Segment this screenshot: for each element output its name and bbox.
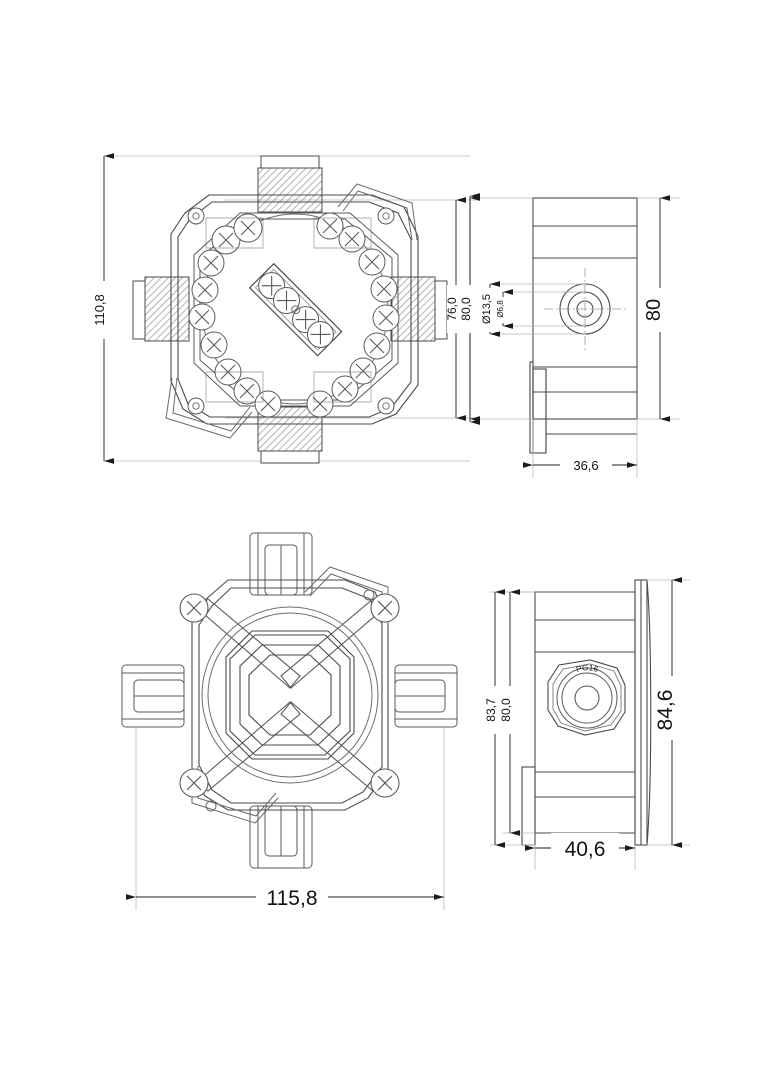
side2-right-flange xyxy=(634,579,652,846)
dimension-label-115-8: 115,8 xyxy=(267,887,318,910)
terminal-pads xyxy=(205,217,372,403)
extension-lines-bottom-left xyxy=(135,727,445,910)
dimension-label-dia-13-5: Ø13,5 xyxy=(481,294,493,324)
gland-thread-label: PG16 xyxy=(575,663,600,674)
dimension-label-80-right: 80 xyxy=(643,299,665,321)
gland-top-closed xyxy=(249,532,313,596)
dimension-83-7: 83,7 xyxy=(484,589,505,848)
dimension-84-6: 84,6 xyxy=(654,577,686,848)
corner-bracket-outlines xyxy=(165,183,418,439)
central-octagon xyxy=(225,630,355,760)
cable-gland-right xyxy=(390,276,448,342)
cover-circle xyxy=(201,606,379,784)
side-bottom-flange xyxy=(529,361,637,454)
dimension-label-84-6: 84,6 xyxy=(654,690,677,731)
gland-bottom-closed xyxy=(249,805,313,869)
cable-gland-left xyxy=(132,276,190,342)
cable-gland-pg16: PG16 xyxy=(547,659,626,736)
gland-thread-label-text: PG16 xyxy=(575,663,600,674)
terminal-strip xyxy=(248,262,343,357)
dimension-110-8: 110,8 xyxy=(92,153,114,464)
bottom-right-view: PG16 83,7 80,0 xyxy=(484,577,690,870)
bottom-left-view: 115,8 xyxy=(121,532,458,910)
dimension-80-0-side: 80,0 xyxy=(459,195,480,422)
dimension-115-8: 115,8 xyxy=(126,882,444,910)
dimension-76-0: 76,0 xyxy=(445,197,466,421)
gland-right-closed xyxy=(394,664,458,728)
hole-extension-lines xyxy=(470,197,680,478)
dimension-label-83-7: 83,7 xyxy=(484,698,498,722)
top-left-view: 110,8 76,0 80,0 xyxy=(92,153,480,464)
dimension-40-6: 40,6 xyxy=(525,833,635,861)
top-right-view: Ø13,5 Ø6,8 80,0 80 36,6 xyxy=(459,195,680,478)
bracket-holes xyxy=(205,589,375,812)
dimension-label-80-0-side2: 80,0 xyxy=(499,698,513,722)
dimension-label-40-6: 40,6 xyxy=(565,838,606,861)
dimension-label-110-8: 110,8 xyxy=(92,294,107,326)
cable-gland-top xyxy=(257,155,323,213)
dimension-dia-13-5: Ø13,5 xyxy=(481,281,500,337)
dimension-36-6: 36,6 xyxy=(523,455,637,475)
dimension-dia-6-8: Ø6,8 xyxy=(496,289,513,329)
gland-hole-centerlines xyxy=(544,268,627,350)
dimension-label-76-0: 76,0 xyxy=(445,297,459,321)
terminal-screw-ring xyxy=(188,212,400,418)
dimension-80-0-side2: 80,0 xyxy=(499,589,520,836)
dimension-label-dia-6-8: Ø6,8 xyxy=(496,300,505,318)
dimension-80-right: 80 xyxy=(643,195,673,422)
corner-boss-screws xyxy=(187,207,395,415)
dimension-label-80-0-side: 80,0 xyxy=(459,297,473,321)
gland-left-closed xyxy=(121,664,185,728)
dimension-label-36-6: 36,6 xyxy=(573,458,598,473)
cover-screws xyxy=(179,593,400,798)
